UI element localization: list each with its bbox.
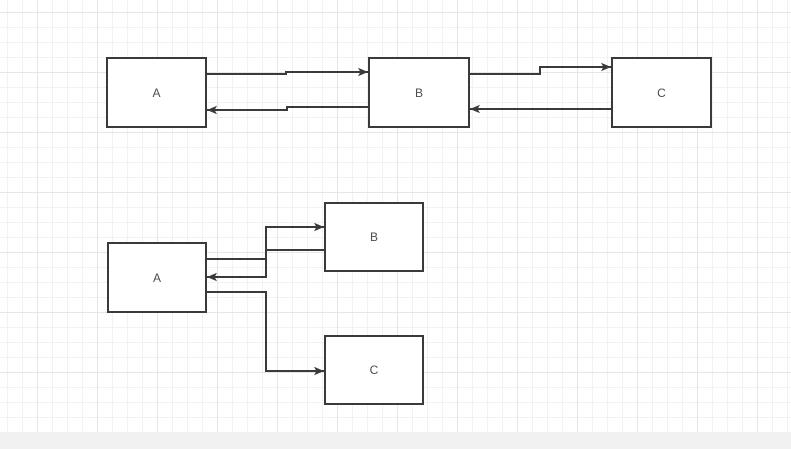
diagram-node-bottom-A[interactable]: A — [107, 242, 207, 313]
edge-bottom-B-to-bottom-A[interactable] — [207, 249, 324, 282]
node-label: C — [657, 85, 666, 100]
edge-top-B-to-top-A[interactable] — [207, 105, 368, 115]
edge-bottom-A-to-bottom-C[interactable] — [207, 291, 324, 376]
diagram-node-top-B[interactable]: B — [368, 57, 470, 128]
node-label: B — [414, 85, 423, 100]
node-label: C — [369, 363, 379, 377]
diagram-node-top-C[interactable]: C — [611, 57, 712, 128]
nodes-layer: A B C A B C — [106, 57, 712, 405]
node-label: A — [152, 270, 161, 285]
edge-top-B-to-top-C[interactable] — [470, 62, 611, 75]
diagram-node-bottom-B[interactable]: B — [324, 202, 424, 272]
node-label: B — [369, 230, 378, 244]
diagram-node-bottom-C[interactable]: C — [324, 335, 424, 405]
node-label: A — [152, 85, 161, 100]
edge-top-A-to-top-B[interactable] — [207, 67, 368, 77]
edges-layer — [207, 62, 611, 376]
diagram-node-top-A[interactable]: A — [106, 57, 207, 128]
horizontal-scrollbar-track[interactable] — [0, 432, 791, 449]
edge-bottom-A-to-bottom-B[interactable] — [207, 222, 324, 260]
